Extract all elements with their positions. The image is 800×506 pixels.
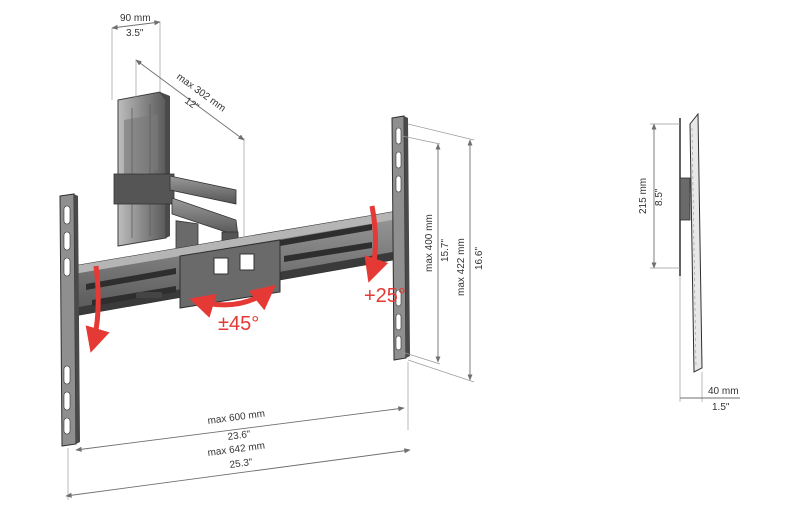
dim-wall-width-inch: 3.5" [126, 28, 144, 39]
dim-horizontal-inner-mm: max 600 mm [207, 409, 266, 427]
dim-side-depth-inch: 1.5" [712, 402, 730, 413]
dim-side-depth-mm: 40 mm [708, 386, 739, 397]
swivel-label: ±45° [218, 313, 259, 335]
right-vertical-rail [391, 115, 410, 361]
adjustment-arrows: ±45° +25° [85, 205, 406, 353]
dim-vertical-outer-mm: max 422 mm [456, 238, 467, 296]
tilt-label: +25° [364, 285, 406, 307]
dim-side-height-mm: 215 mm [638, 178, 649, 214]
dim-side-height-inch: 8.5" [654, 188, 665, 206]
swivel-arrow-icon [189, 284, 276, 318]
tilt-arrow-left-icon [85, 265, 110, 353]
dim-vertical-inner-inch: 15.7" [440, 239, 451, 262]
dim-horizontal-inner-inch: 23.6" [227, 429, 252, 443]
dim-extension-inch: 12" [182, 96, 201, 114]
mount-illustration [59, 91, 410, 447]
dim-horizontal-outer-inch: 25.3" [229, 457, 254, 471]
left-vertical-rail [59, 193, 80, 447]
wall-plate [113, 91, 175, 247]
dim-horizontal: max 600 mm 23.6" max 642 mm 25.3" [65, 362, 411, 500]
tilt-arrow-right-icon [364, 205, 389, 283]
dim-wall-width-mm: 90 mm [120, 13, 151, 24]
dim-vertical-inner-mm: max 400 mm [424, 214, 435, 272]
dim-vertical-outer-inch: 16.6" [474, 247, 485, 270]
dim-vertical: max 400 mm 15.7" max 422 mm 16.6" [401, 123, 485, 383]
side-view: 215 mm 8.5" 40 mm 1.5" [638, 112, 740, 413]
dim-horizontal-outer-mm: max 642 mm [207, 441, 266, 459]
